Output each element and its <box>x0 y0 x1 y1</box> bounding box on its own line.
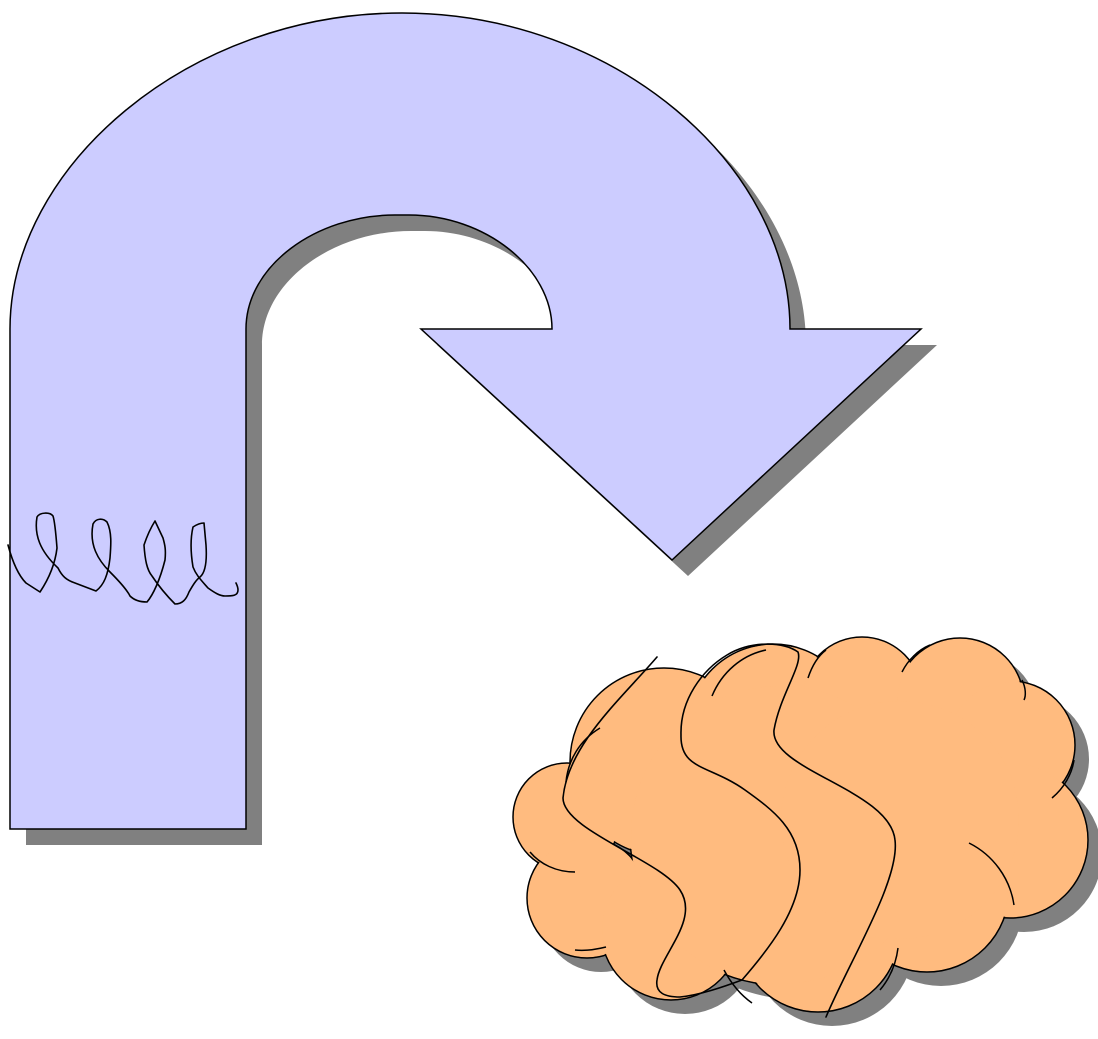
cloud-group[interactable] <box>513 637 1098 1026</box>
